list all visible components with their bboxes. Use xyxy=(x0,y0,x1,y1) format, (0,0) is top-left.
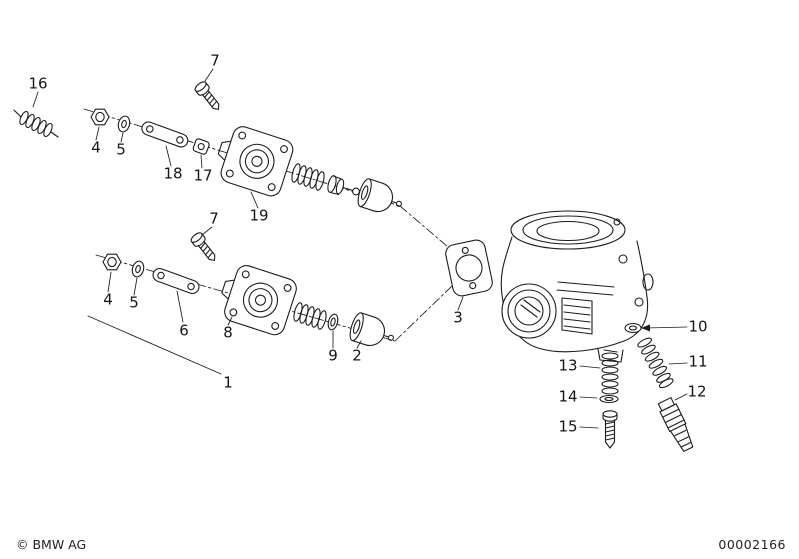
spring-16 xyxy=(13,109,59,138)
screw-7-upper xyxy=(194,81,220,110)
callout-7-upper: 7 xyxy=(210,51,220,70)
callout-11: 11 xyxy=(688,352,708,371)
callout-8: 8 xyxy=(223,323,233,342)
bushing-17 xyxy=(192,138,210,155)
image-number: 00002166 xyxy=(718,537,786,552)
callout-19: 19 xyxy=(249,206,269,225)
piston-valve-upper xyxy=(327,175,360,196)
clip-10 xyxy=(624,322,642,334)
spring-13 xyxy=(601,349,619,395)
nut-4-lower xyxy=(102,253,122,271)
callout-7-lower: 7 xyxy=(209,209,219,228)
callout-5-lower: 5 xyxy=(129,293,139,312)
callout-6: 6 xyxy=(179,321,189,340)
diaphragm-cover-8 xyxy=(221,265,297,336)
atomizer-12 xyxy=(657,397,694,452)
callout-9: 9 xyxy=(328,346,338,365)
callout-12: 12 xyxy=(687,382,707,401)
callout-3: 3 xyxy=(453,308,463,327)
spring-upper xyxy=(291,163,325,191)
spring-11 xyxy=(637,337,674,389)
diaphragm-cover-19 xyxy=(217,126,294,197)
lever-18 xyxy=(141,121,189,148)
callout-17: 17 xyxy=(193,166,213,185)
washer-5-upper xyxy=(117,115,131,133)
callout-4-upper: 4 xyxy=(91,138,101,157)
callout-4-lower: 4 xyxy=(103,290,113,309)
callout-2: 2 xyxy=(352,346,362,365)
callout-13: 13 xyxy=(558,356,578,375)
screw-15 xyxy=(602,410,618,449)
washer-5-lower xyxy=(131,260,145,278)
dome-cap-upper xyxy=(357,178,402,213)
callout-16: 16 xyxy=(28,74,48,93)
callout-10: 10 xyxy=(688,317,708,336)
nut-4-upper xyxy=(90,108,110,126)
callout-15: 15 xyxy=(558,417,578,436)
copyright-text: © BMW AG xyxy=(16,537,87,552)
lever-6 xyxy=(152,267,200,295)
screw-7-lower xyxy=(190,232,216,261)
leader-lines xyxy=(32,68,688,429)
dome-cap-2 xyxy=(349,312,394,347)
callout-14: 14 xyxy=(558,387,578,406)
gasket-3 xyxy=(445,239,493,297)
washer-14 xyxy=(599,394,619,404)
callout-18: 18 xyxy=(163,164,183,183)
callout-1: 1 xyxy=(223,373,233,392)
callout-5-upper: 5 xyxy=(116,140,126,159)
spring-lower xyxy=(293,302,327,330)
washer-9 xyxy=(327,313,339,331)
arrowhead-10 xyxy=(641,324,650,332)
carburetor-body xyxy=(500,210,654,363)
